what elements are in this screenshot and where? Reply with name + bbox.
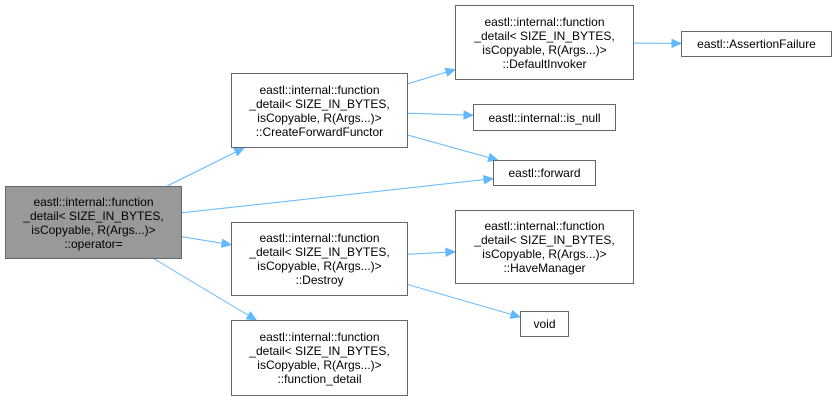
edge-destroy-to-havemgr	[407, 251, 447, 255]
node-default-invoker[interactable]: eastl::internal::function _detail< SIZE_…	[455, 5, 634, 80]
node-operator-line-2: _detail< SIZE_IN_BYTES,	[23, 208, 164, 223]
node-isnull-line-1: eastl::internal::is_null	[488, 110, 601, 125]
node-create-line-3: isCopyable, R(Args...)>	[257, 110, 382, 125]
node-destroy-line-1: eastl::internal::function	[259, 231, 380, 245]
node-forward-line-1: eastl::forward	[508, 166, 581, 180]
node-invoker-line-3: isCopyable, R(Args...)>	[482, 42, 607, 57]
arrowhead-operator-to-forward	[483, 174, 495, 185]
edge-create-to-forward	[407, 134, 490, 159]
node-function-detail[interactable]: eastl::internal::function _detail< SIZE_…	[231, 320, 408, 396]
arrowhead-operator-to-ctor	[245, 311, 258, 321]
node-invoker-line-1: eastl::internal::function	[484, 14, 605, 29]
node-havemgr-line-2: _detail< SIZE_IN_BYTES,	[474, 233, 615, 247]
node-destroy-line-4: ::Destroy	[295, 273, 344, 287]
node-destroy[interactable]: eastl::internal::function _detail< SIZE_…	[231, 222, 408, 296]
node-assertion-failure[interactable]: eastl::AssertionFailure	[681, 31, 832, 57]
edge-create-to-isnull	[407, 112, 465, 116]
node-havemgr-line-4: ::HaveManager	[503, 261, 586, 275]
node-ctor-line-4: ::function_detail	[277, 372, 362, 386]
node-operator-line-3: isCopyable, R(Args...)>	[31, 222, 156, 237]
arrowhead-operator-to-create	[233, 147, 245, 157]
node-destroy-line-3: isCopyable, R(Args...)>	[257, 259, 382, 273]
arrowhead-create-to-invoker	[444, 67, 457, 77]
node-create-line-2: _detail< SIZE_IN_BYTES,	[249, 96, 390, 111]
arrowhead-create-to-forward	[487, 152, 499, 163]
edge-operator-to-destroy	[181, 236, 223, 244]
node-havemgr-line-1: eastl::internal::function	[484, 219, 605, 233]
node-forward[interactable]: eastl::forward	[493, 160, 596, 186]
edge-operator-to-ctor	[154, 258, 249, 316]
node-operator[interactable]: eastl::internal::function _detail< SIZE_…	[5, 186, 182, 259]
node-void-line-1: void	[533, 317, 556, 331]
edge-operator-to-forward	[181, 179, 485, 214]
edge-destroy-to-void	[407, 284, 512, 315]
arrowhead-invoker-to-assert	[671, 38, 683, 49]
node-create-forward-functor[interactable]: eastl::internal::function _detail< SIZE_…	[231, 73, 408, 148]
arrowhead-destroy-to-void	[509, 309, 522, 319]
node-destroy-line-2: _detail< SIZE_IN_BYTES,	[249, 245, 390, 259]
node-havemgr-line-3: isCopyable, R(Args...)>	[482, 247, 607, 261]
edge-operator-to-create	[166, 151, 236, 187]
node-operator-line-1: eastl::internal::function	[33, 194, 154, 209]
node-invoker-line-4: ::DefaultInvoker	[502, 56, 587, 71]
node-have-manager[interactable]: eastl::internal::function _detail< SIZE_…	[455, 210, 634, 284]
arrowhead-create-to-isnull	[463, 110, 475, 120]
arrowhead-destroy-to-havemgr	[445, 247, 457, 258]
node-create-line-4: ::CreateForwardFunctor	[255, 124, 384, 139]
node-invoker-line-2: _detail< SIZE_IN_BYTES,	[474, 28, 615, 43]
node-is-null[interactable]: eastl::internal::is_null	[473, 104, 616, 131]
node-ctor-line-1: eastl::internal::function	[259, 330, 380, 344]
node-assert-line-1: eastl::AssertionFailure	[697, 37, 816, 51]
node-operator-line-4: ::operator=	[64, 236, 123, 251]
edge-create-to-invoker	[407, 71, 447, 85]
node-void[interactable]: void	[520, 311, 569, 337]
node-ctor-line-2: _detail< SIZE_IN_BYTES,	[249, 344, 390, 358]
node-ctor-line-3: isCopyable, R(Args...)>	[257, 358, 382, 372]
node-create-line-1: eastl::internal::function	[259, 82, 380, 97]
arrowhead-operator-to-destroy	[220, 238, 233, 248]
